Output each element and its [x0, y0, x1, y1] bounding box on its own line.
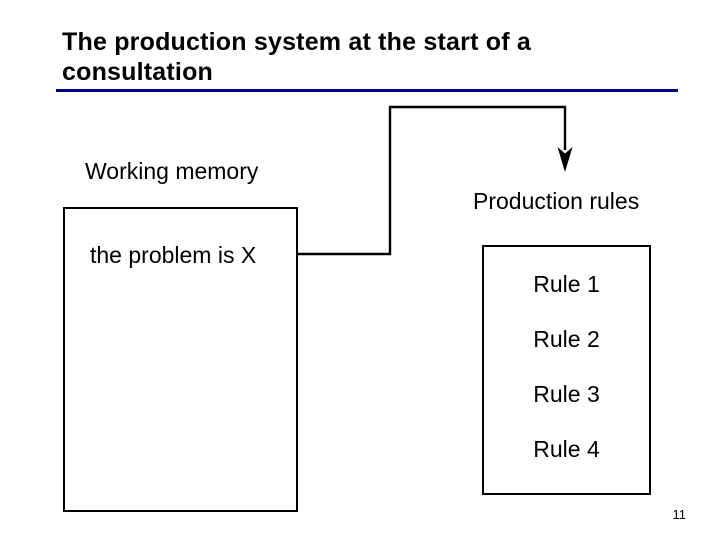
working-memory-fact: the problem is X	[90, 242, 257, 268]
rule-item: Rule 3	[533, 381, 600, 407]
production-rules-label: Production rules	[473, 188, 640, 214]
title-block: The production system at the start of a …	[62, 28, 662, 87]
working-memory-box: the problem is X	[63, 207, 298, 512]
rule-item: Rule 4	[533, 436, 600, 462]
production-rules-box: Rule 1 Rule 2 Rule 3 Rule 4	[482, 245, 651, 495]
page-title: The production system at the start of a …	[62, 28, 531, 86]
arrowhead-icon	[557, 147, 573, 172]
working-memory-label: Working memory	[85, 158, 259, 184]
page-number: 11	[672, 507, 687, 522]
title-divider	[56, 89, 678, 92]
rule-item: Rule 1	[533, 271, 600, 297]
rule-item: Rule 2	[533, 326, 600, 352]
connector-path	[298, 105, 567, 256]
